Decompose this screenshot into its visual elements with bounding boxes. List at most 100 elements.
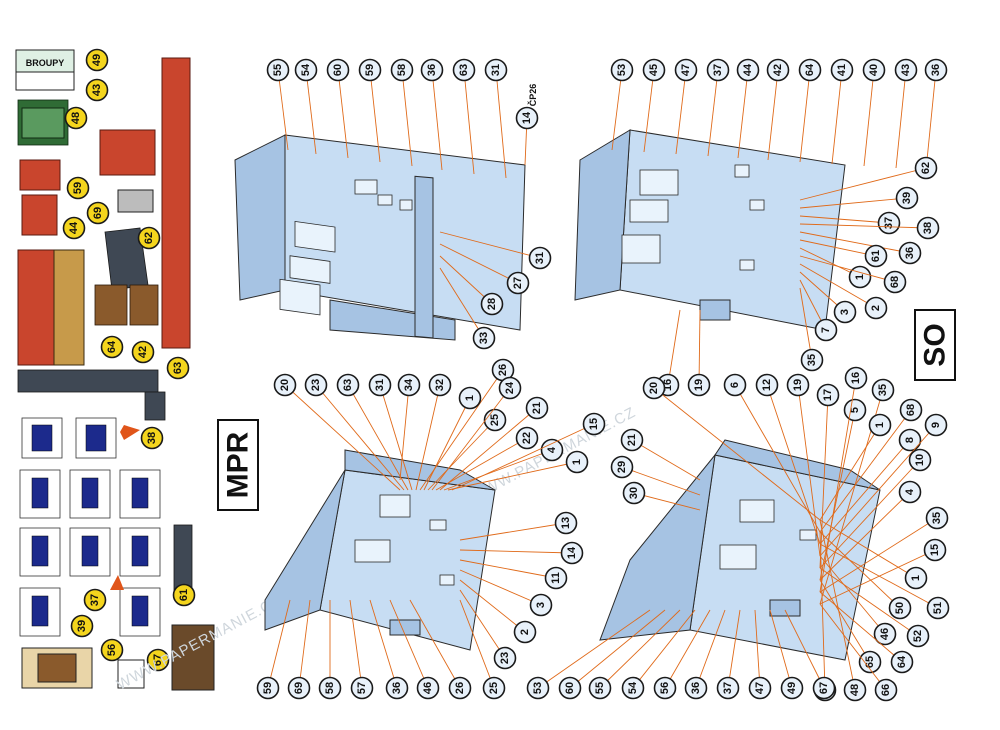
callout-number: 67 [152,654,164,666]
leader-line [819,439,911,545]
part-number-callout: 8 [898,428,922,452]
leader-line [819,543,939,609]
callout-number: 35 [931,512,943,524]
part-number-callout: 67 [812,676,836,700]
leader-line [727,609,741,689]
gate-part [171,624,215,691]
part-number-callout: 39 [895,186,919,210]
bottom-left-building [264,449,496,651]
callout-number: 64 [804,63,816,76]
part-number-callout: 21 [620,428,644,452]
callout-number: 46 [879,628,891,640]
leader-line [447,461,578,491]
part-number-callout: 1 [458,386,482,410]
part-number-callout: 69 [287,676,311,700]
callout-number: 21 [626,434,638,446]
leader-line [819,519,917,579]
callout-number: 34 [403,378,415,391]
part-number-callout: 64 [890,650,914,674]
leader-line [389,599,429,689]
leader-line [305,69,317,155]
leader-line [347,384,409,491]
part-number-callout: 20 [642,376,666,400]
part-number-callout: 14 [560,541,584,565]
callout-number: 1 [910,575,922,581]
leader-line [799,287,813,361]
leader-line [667,309,681,386]
callout-number: 23 [499,652,511,664]
leader-line [819,409,856,581]
part-number-callout: 4 [898,480,922,504]
leader-line [495,69,507,179]
part-number-callout: 48 [64,106,88,130]
callout-number: 63 [458,64,470,76]
callout-number: 56 [659,682,671,694]
part-number-callout: 26 [448,676,472,700]
callout-number: 46 [422,682,434,694]
callout-number: 37 [883,217,895,229]
window-parts-grid [19,417,161,637]
leader-line [427,419,496,491]
leader-line [769,609,793,689]
callout-number: 24 [504,381,516,394]
leader-line [819,531,901,609]
callout-number: 22 [521,432,533,444]
part-number-callout: 60 [326,58,350,82]
callout-number: 66 [880,684,892,696]
callout-number: 4 [904,488,916,495]
callout-number: 64 [896,655,908,668]
part-number-callout: 27 [506,271,530,295]
part-number-callout: 40 [862,58,886,82]
callout-number: 42 [137,346,149,358]
part-number-callout: 3 [529,593,553,617]
callout-number: 26 [454,682,466,694]
mpr-label: MPR [222,431,255,498]
callout-number: 15 [929,544,941,556]
part-number-callout: 13 [554,511,578,535]
leader-line [459,569,542,606]
leader-line [819,555,886,635]
callout-number: 1 [854,274,866,280]
part-number-callout: 25 [483,408,507,432]
leader-line [633,492,701,511]
callout-number: 63 [172,362,184,374]
crate-part-1 [94,284,128,326]
callout-number: 58 [324,682,336,694]
part-number-callout: 52 [906,624,930,648]
part-number-callout: 28 [480,292,504,316]
leader-line [459,599,495,689]
part-number-callout: 43 [85,78,109,102]
callout-number: 47 [754,682,766,694]
part-number-callout: 2 [513,620,537,644]
leader-line [439,407,538,491]
part-number-callout: 59 [358,58,382,82]
part-number-callout: 48 [843,678,867,702]
part-number-callout: 36 [898,241,922,265]
leader-line [399,384,410,481]
part-number-callout: 59 [256,676,280,700]
leader-line [707,69,719,157]
part-number-callout: 43 [894,58,918,82]
part-number-callout: 56 [100,638,124,662]
part-number-callout: 53 [610,58,634,82]
leader-line [277,69,289,151]
leader-line [621,466,701,496]
part-number-callout: 54 [621,676,645,700]
leader-line [799,255,896,283]
callout-number: 59 [72,182,84,194]
part-number-callout: 17 [816,383,840,407]
callout-number: 58 [396,64,408,76]
callout-number: 51 [932,602,944,614]
leader-line [819,603,887,691]
part-number-callout: 41 [830,58,854,82]
leader-line [819,591,903,663]
callout-number: 53 [616,64,628,76]
part-number-callout: 24 [498,376,522,400]
leader-line [435,437,528,491]
part-number-callout: 16 [844,366,868,390]
crate-part-2 [129,284,159,326]
part-number-callout: 21 [525,396,549,420]
part-number-callout: 38 [140,426,164,450]
leader-line [439,243,519,284]
